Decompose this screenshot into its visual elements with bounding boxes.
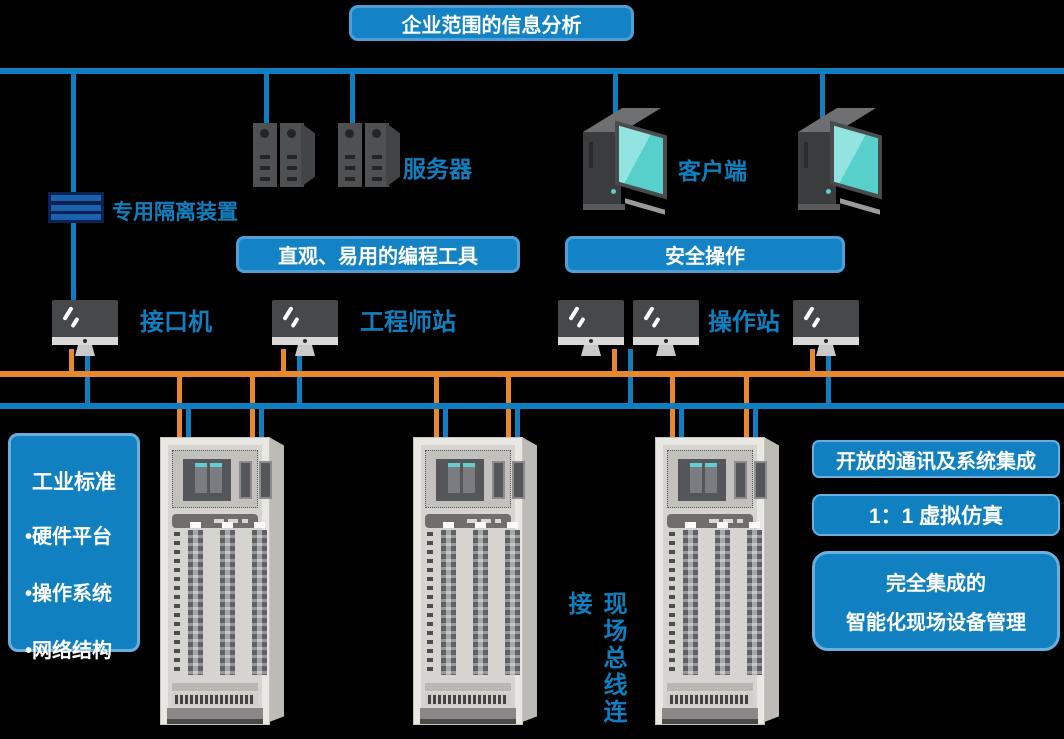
connector-line	[85, 349, 90, 405]
connector-line	[753, 409, 758, 439]
connector-line	[613, 74, 618, 118]
operator-station-monitor-icon	[558, 300, 624, 358]
server-label: 服务器	[403, 156, 472, 182]
connector-line	[679, 409, 684, 439]
server-tower-icon	[253, 123, 315, 189]
fieldbus-connection-label: 现场总线连接	[564, 591, 626, 726]
connector-line	[186, 409, 191, 439]
connector-line	[69, 349, 74, 373]
connector-line	[71, 74, 76, 194]
operator-station-label: 操作站	[708, 309, 780, 336]
connector-line	[281, 349, 286, 373]
operator-station-monitor-icon	[633, 300, 699, 358]
connector-line	[515, 409, 520, 439]
connector-line	[443, 409, 448, 439]
control-cabinet-icon	[413, 437, 537, 725]
industrial-standard-box: 工业标准 •硬件平台 •操作系统 •网络结构	[8, 433, 140, 662]
control-cabinet-icon	[655, 437, 779, 725]
list-item: •操作系统	[25, 583, 113, 605]
interface-machine-monitor-icon	[52, 300, 118, 358]
engineer-station-monitor-icon	[272, 300, 338, 358]
integrated-management-line1: 完全集成的	[886, 573, 986, 595]
safe-operation-banner: 安全操作	[565, 236, 845, 273]
virtual-simulation-box: 1：1 虚拟仿真	[812, 494, 1060, 536]
enterprise-network-line	[0, 68, 1064, 74]
connector-line	[628, 349, 633, 405]
interface-machine-label: 接口机	[140, 309, 212, 336]
programming-tools-banner: 直观、易用的编程工具	[236, 236, 520, 273]
connector-line	[810, 349, 815, 373]
operator-station-monitor-icon	[793, 300, 859, 358]
connector-line	[259, 409, 264, 439]
enterprise-analysis-banner: 企业范围的信息分析	[349, 5, 634, 41]
connector-line	[297, 349, 302, 405]
client-computer-icon	[798, 108, 886, 216]
open-communication-box: 开放的通讯及系统集成	[812, 440, 1060, 478]
system-bus-blue-line	[0, 403, 1064, 409]
connector-line	[820, 74, 825, 118]
fieldbus-orange-line	[0, 371, 1064, 377]
isolation-device-icon	[48, 192, 104, 223]
engineer-station-label: 工程师站	[360, 309, 456, 336]
server-tower-icon	[338, 123, 400, 189]
list-item: •硬件平台	[25, 526, 113, 548]
client-label: 客户端	[678, 158, 747, 184]
integrated-management-line2: 智能化现场设备管理	[846, 612, 1026, 634]
integrated-management-box: 完全集成的 智能化现场设备管理	[812, 551, 1060, 651]
industrial-standard-title: 工业标准	[32, 471, 116, 494]
connector-line	[612, 349, 617, 373]
list-item: •网络结构	[25, 640, 113, 662]
control-cabinet-icon	[160, 437, 284, 725]
connector-line	[826, 349, 831, 405]
connector-line	[71, 221, 76, 303]
client-computer-icon	[583, 108, 671, 216]
connector-line	[350, 74, 355, 127]
connector-line	[264, 74, 269, 127]
isolation-device-label: 专用隔离装置	[112, 201, 238, 224]
